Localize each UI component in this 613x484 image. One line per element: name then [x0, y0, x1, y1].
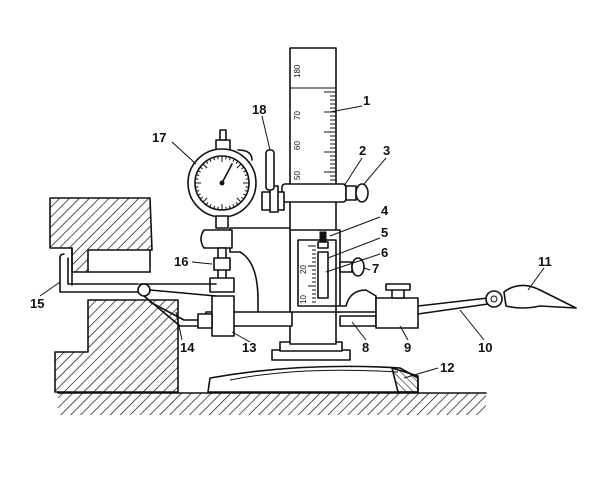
- rod-18: [266, 150, 274, 190]
- column-scale-label: 60: [293, 141, 302, 150]
- part-label-13: 13: [242, 340, 256, 355]
- part-label-8: 8: [362, 340, 369, 355]
- part-label-5: 5: [381, 225, 388, 240]
- slider-body: 20 10: [290, 230, 340, 312]
- part-label-14: 14: [180, 340, 195, 355]
- stem-16: [210, 248, 234, 292]
- stylus-tip-11: [486, 285, 576, 308]
- part-label-16: 16: [174, 254, 188, 269]
- part-label-6: 6: [381, 245, 388, 260]
- part-label-18: 18: [252, 102, 266, 117]
- part-label-2: 2: [359, 143, 366, 158]
- slider-scale-label: 10: [299, 295, 308, 304]
- part-label-4: 4: [381, 203, 389, 218]
- part-label-11: 11: [538, 254, 552, 269]
- ground-surface: [58, 393, 486, 415]
- part-label-1: 1: [363, 93, 370, 108]
- part-label-17: 17: [152, 130, 166, 145]
- part-label-3: 3: [383, 143, 390, 158]
- base-12: [208, 342, 418, 392]
- column-scale-label: 180: [293, 64, 302, 78]
- part-label-12: 12: [440, 360, 454, 375]
- clamp-screw-3: [346, 184, 368, 202]
- holder-13: [198, 296, 234, 336]
- column-scale-label: 50: [293, 171, 302, 180]
- dial-indicator-17: [188, 130, 256, 228]
- part-label-10: 10: [478, 340, 492, 355]
- column-scale-label: 70: [293, 111, 302, 120]
- horizontal-rod-10: [418, 298, 488, 314]
- slider-scale-label: 20: [299, 265, 308, 274]
- clamp-9: [376, 284, 418, 328]
- part-label-7: 7: [372, 261, 379, 276]
- workpiece: [50, 198, 178, 392]
- part-label-15: 15: [30, 296, 44, 311]
- part-label-9: 9: [404, 340, 411, 355]
